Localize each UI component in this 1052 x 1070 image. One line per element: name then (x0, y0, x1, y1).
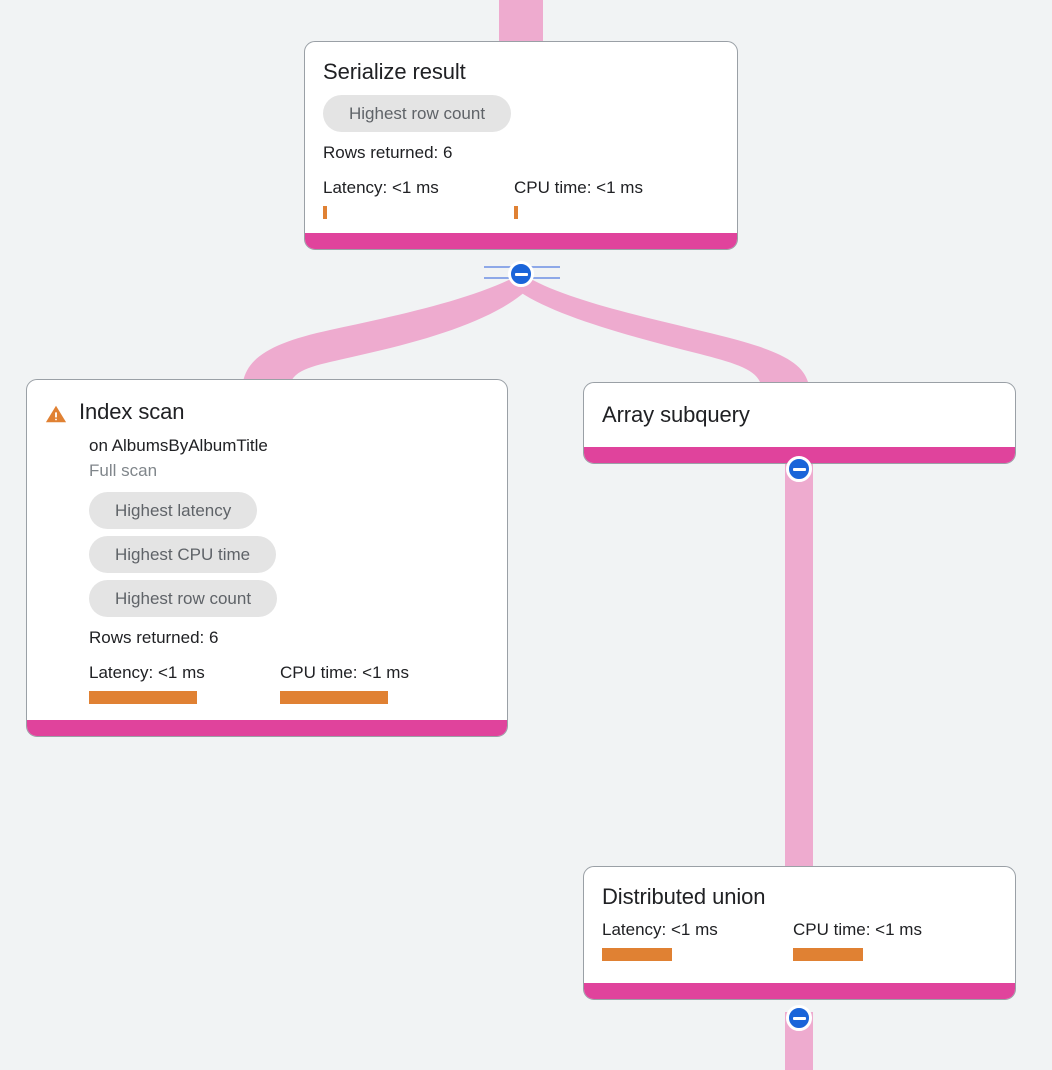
node-detail: Full scan (89, 461, 158, 480)
chip-highest-cpu-time: Highest CPU time (89, 536, 277, 573)
node-title-row: Serialize result (323, 58, 719, 86)
chip-list: Highest latency Highest CPU time Highest… (89, 492, 489, 617)
node-title: Serialize result (323, 59, 466, 84)
node-title: Distributed union (602, 884, 766, 909)
node-body: Distributed union Latency: <1 ms CPU tim… (584, 867, 1015, 983)
chip-list: Highest row count (323, 95, 719, 132)
metric-cpu-time-label: CPU time: <1 ms (280, 663, 409, 682)
metric-latency-label: Latency: <1 ms (89, 663, 205, 682)
edge-into-serialize (499, 0, 543, 42)
minus-glyph (514, 272, 528, 276)
node-body: Index scan on AlbumsByAlbumTitle Full sc… (27, 380, 507, 720)
plan-node-serialize-result[interactable]: Serialize result Highest row count Rows … (304, 41, 738, 250)
metric-latency-bar (602, 948, 672, 961)
chip-highest-row-count: Highest row count (323, 95, 512, 132)
node-footer (305, 233, 737, 249)
minus-glyph (792, 467, 806, 471)
node-subtitle: on AlbumsByAlbumTitle (89, 436, 268, 455)
collapse-minus-icon-distributed-union[interactable] (786, 1005, 812, 1031)
metric-cpu-time-label: CPU time: <1 ms (514, 178, 643, 197)
node-footer (584, 447, 1015, 463)
metrics: Latency: <1 ms CPU time: <1 ms (323, 177, 719, 219)
node-footer (27, 720, 507, 736)
plan-node-distributed-union[interactable]: Distributed union Latency: <1 ms CPU tim… (583, 866, 1016, 1000)
metric-cpu-time-bar (793, 948, 863, 961)
metric-latency-bar (89, 691, 197, 704)
collapse-minus-icon-serialize-result[interactable] (508, 261, 534, 287)
rows-returned: Rows returned: 6 (323, 143, 453, 162)
node-title-row: Index scan (45, 398, 489, 426)
plan-node-index-scan[interactable]: Index scan on AlbumsByAlbumTitle Full sc… (26, 379, 508, 737)
metrics: Latency: <1 ms CPU time: <1 ms (602, 919, 997, 961)
metric-latency: Latency: <1 ms (323, 177, 514, 219)
node-body: Serialize result Highest row count Rows … (305, 42, 737, 233)
node-body: Array subquery (584, 383, 1015, 447)
metric-cpu-time: CPU time: <1 ms (514, 177, 705, 219)
chip-highest-latency: Highest latency (89, 492, 258, 529)
edge-serialize-to-index-scan (243, 276, 526, 382)
node-title: Index scan (79, 399, 185, 424)
metric-latency-label: Latency: <1 ms (602, 920, 718, 939)
rows-returned: Rows returned: 6 (89, 628, 219, 647)
metric-cpu-time-label: CPU time: <1 ms (793, 920, 922, 939)
collapse-minus-icon-array-subquery[interactable] (786, 456, 812, 482)
edge-array-subquery-to-distributed-union (785, 462, 813, 872)
metric-cpu-time: CPU time: <1 ms (793, 919, 984, 961)
node-title-row: Array subquery (602, 401, 997, 429)
metric-cpu-time-bar (514, 206, 518, 219)
node-title-row: Distributed union (602, 883, 997, 911)
metric-latency: Latency: <1 ms (89, 662, 280, 704)
selection-rail-right-top (530, 266, 560, 268)
metrics: Latency: <1 ms CPU time: <1 ms (89, 662, 489, 704)
node-title: Array subquery (602, 402, 750, 427)
metric-latency-bar (323, 206, 327, 219)
metric-latency: Latency: <1 ms (602, 919, 793, 961)
node-footer (584, 983, 1015, 999)
chip-highest-row-count: Highest row count (89, 580, 278, 617)
plan-node-array-subquery[interactable]: Array subquery (583, 382, 1016, 464)
warning-triangle-icon (45, 403, 67, 425)
edge-serialize-to-array-subquery (520, 278, 808, 382)
metric-cpu-time: CPU time: <1 ms (280, 662, 471, 704)
minus-glyph (792, 1016, 806, 1020)
metric-latency-label: Latency: <1 ms (323, 178, 439, 197)
metric-cpu-time-bar (280, 691, 388, 704)
selection-rail-right-bot (530, 277, 560, 279)
